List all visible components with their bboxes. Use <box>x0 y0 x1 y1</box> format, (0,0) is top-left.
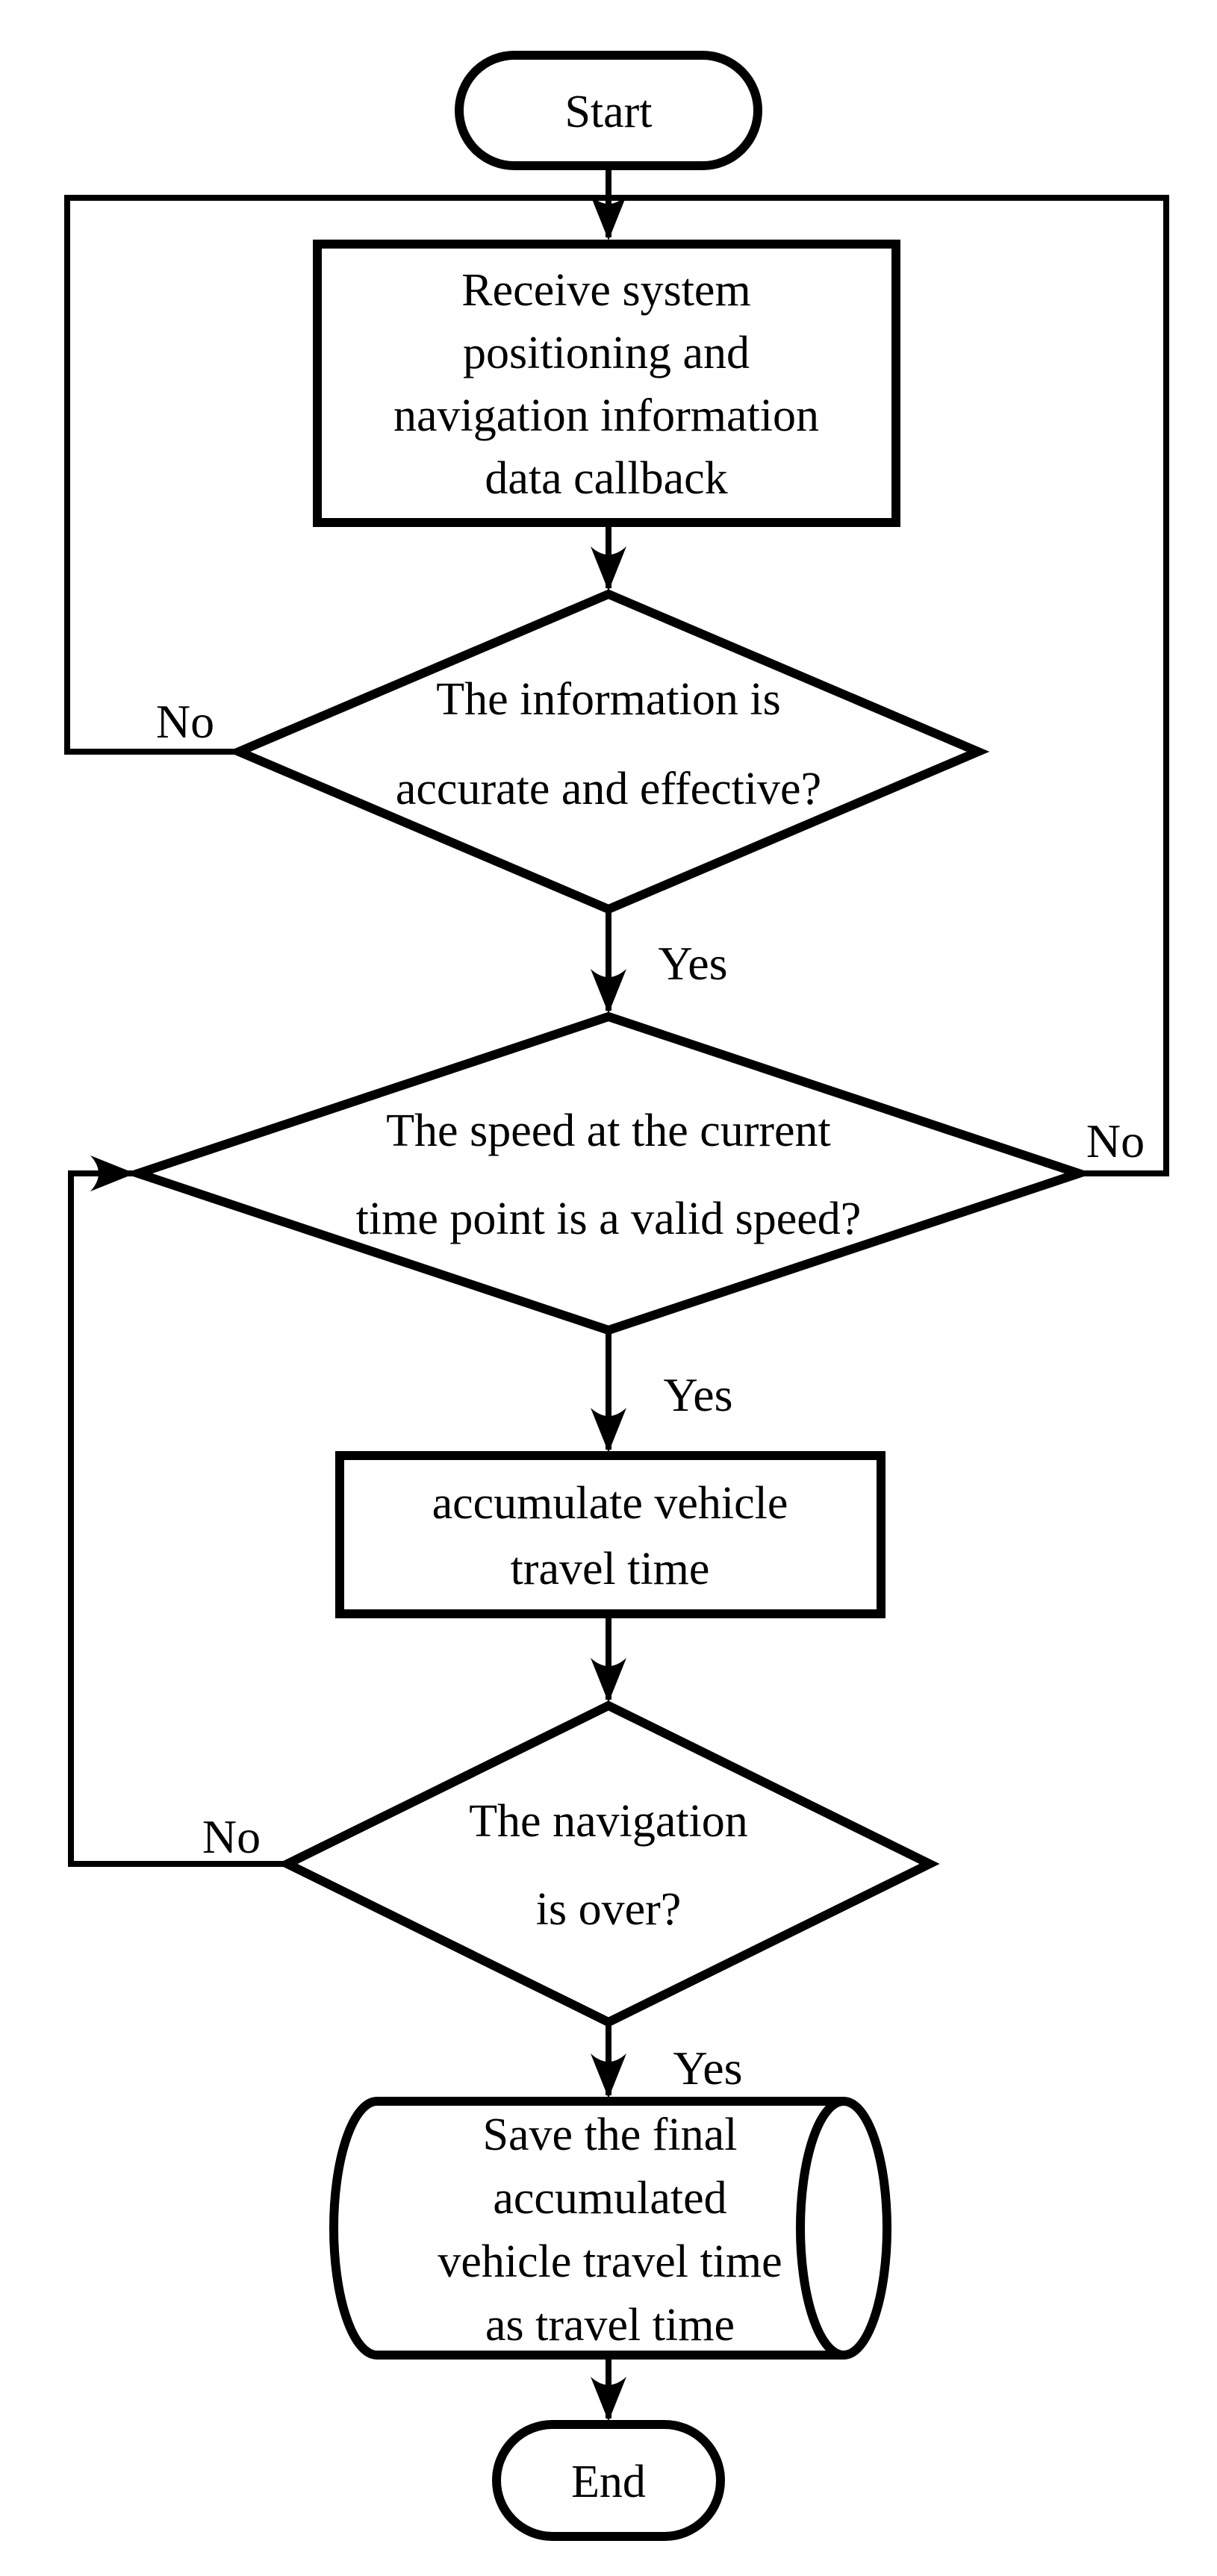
save-label-line: vehicle travel time <box>438 2236 782 2287</box>
decision-shape-nav-over <box>277 1700 940 2027</box>
process-shape-accumulate <box>335 1451 885 1618</box>
edges-layer <box>64 166 1169 2421</box>
node-nav-over: The navigation is over? <box>277 1700 940 2027</box>
node-speed-check: The speed at the current time point is a… <box>124 1011 1093 1335</box>
edge-label-info-yes: Yes <box>658 937 727 990</box>
nav-over-label-line: is over? <box>536 1884 682 1935</box>
speed-check-label-line: The speed at the current <box>386 1105 831 1156</box>
terminator-shape-start <box>455 51 762 170</box>
accumulate-label-line: travel time <box>511 1544 710 1594</box>
node-accumulate: accumulate vehicle travel time <box>335 1451 885 1618</box>
edge-label-speed-yes: Yes <box>663 1368 732 1421</box>
end-label: End <box>571 2457 646 2507</box>
decision-shape-info-check <box>227 589 990 914</box>
save-label-line: as travel time <box>485 2300 735 2351</box>
edge-label-nav-yes: Yes <box>673 2042 742 2095</box>
save-label-line: Save the final <box>483 2109 738 2160</box>
receive-label-line: data callback <box>485 453 727 504</box>
node-end: End <box>492 2420 725 2541</box>
speed-check-label-line: time point is a valid speed? <box>356 1194 862 1244</box>
node-start: Start <box>455 51 762 170</box>
edge-label-nav-no: No <box>202 1810 261 1863</box>
nav-over-label-line: The navigation <box>469 1796 748 1847</box>
decision-shape-speed-check <box>124 1011 1093 1335</box>
stored-data-rim-save <box>796 2097 844 2360</box>
info-check-label-line: The information is <box>436 674 780 725</box>
start-label: Start <box>564 87 652 137</box>
edge-label-info-no: No <box>156 695 214 748</box>
node-receive-data: Receive system positioning and navigatio… <box>313 240 900 527</box>
receive-label-line: positioning and <box>463 328 750 378</box>
edge-nav-no-loop <box>68 1156 287 1867</box>
save-label-line: accumulated <box>493 2173 726 2224</box>
receive-label-line: navigation information <box>393 390 819 441</box>
edge-labels-layer: No Yes No Yes No Yes <box>156 695 1145 2095</box>
receive-label-line: Receive system <box>461 265 750 316</box>
terminator-shape-end <box>492 2420 725 2541</box>
process-shape-receive <box>313 240 900 527</box>
edge-label-speed-no: No <box>1086 1114 1145 1167</box>
node-info-check: The information is accurate and effectiv… <box>227 589 990 914</box>
info-check-label-line: accurate and effective? <box>396 764 821 814</box>
node-save-storage: Save the final accumulated vehicle trave… <box>329 2097 891 2360</box>
accumulate-label-line: accumulate vehicle <box>432 1478 788 1529</box>
